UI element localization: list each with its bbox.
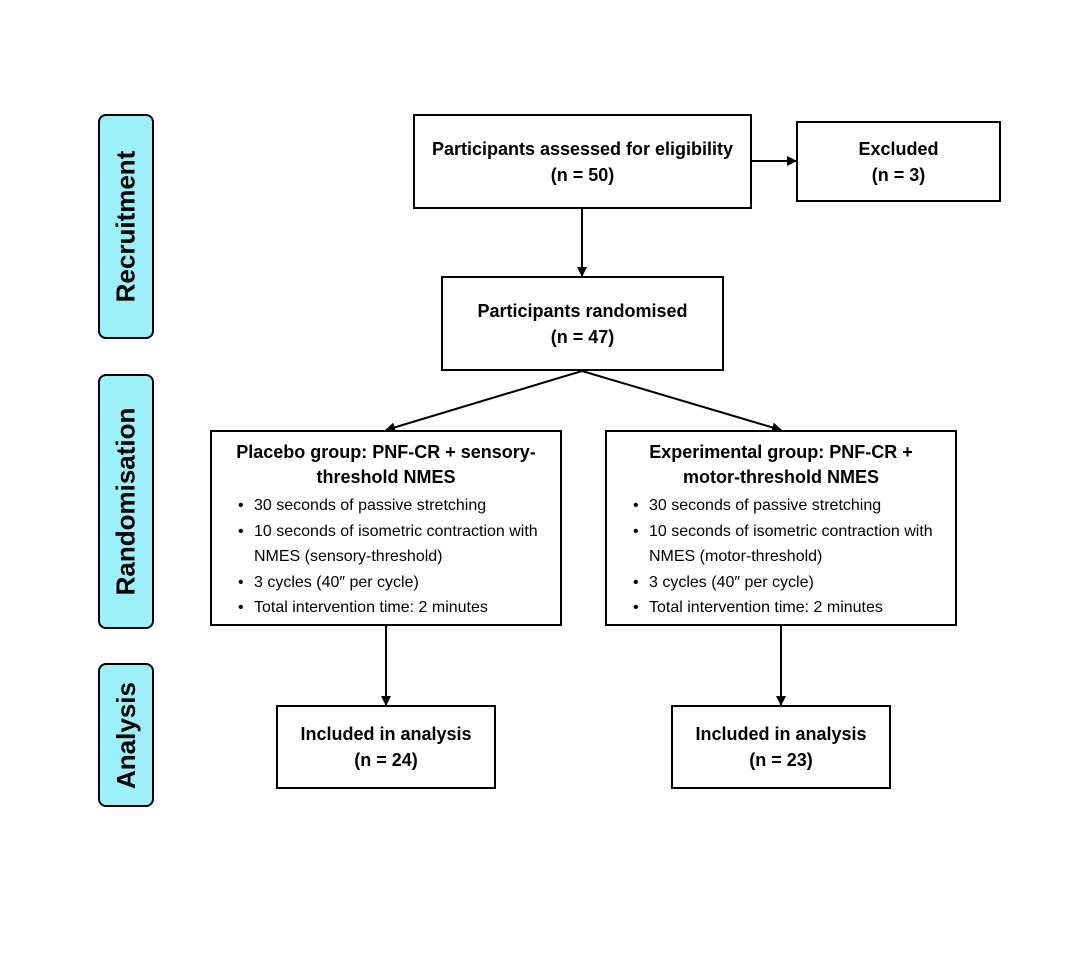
analysis-placebo-count: (n = 24) <box>354 750 418 770</box>
stage-label-recruitment: Recruitment <box>98 114 154 339</box>
arrow-randomised-to-experimental <box>581 370 782 433</box>
experimental-intervention-item: 30 seconds of passive stretching <box>633 493 941 519</box>
stage-label-randomisation-text: Randomisation <box>110 407 141 596</box>
assessed-count: (n = 50) <box>550 164 615 185</box>
placebo-intervention-item: Total intervention time: 2 minutes <box>238 595 546 621</box>
analysis-experimental-title: Included in analysis <box>695 724 867 744</box>
experimental-intervention-item: Total intervention time: 2 minutes <box>633 595 941 621</box>
assessed-box: Participants assessed for eligibility (n… <box>413 114 752 209</box>
placebo-intervention-item: 3 cycles (40″ per cycle) <box>238 570 546 596</box>
excluded-title: Excluded <box>858 138 939 159</box>
stage-label-analysis: Analysis <box>98 663 154 807</box>
randomised-box: Participants randomised (n = 47) <box>441 276 724 371</box>
excluded-box: Excluded (n = 3) <box>796 121 1001 202</box>
analysis-experimental-box: Included in analysis (n = 23) <box>671 705 891 789</box>
placebo-group-box: Placebo group: PNF-CR + sensory-threshol… <box>210 430 562 626</box>
placebo-intervention-item: 30 seconds of passive stretching <box>238 493 546 519</box>
excluded-count: (n = 3) <box>871 164 926 185</box>
analysis-placebo-title: Included in analysis <box>300 724 472 744</box>
experimental-intervention-item: 10 seconds of isometric contraction with… <box>633 519 941 570</box>
analysis-experimental-count: (n = 23) <box>749 750 813 770</box>
placebo-group-title: Placebo group: PNF-CR + sensory-threshol… <box>236 442 536 487</box>
randomised-title: Participants randomised <box>477 300 688 321</box>
placebo-intervention-list: 30 seconds of passive stretching 10 seco… <box>226 493 546 621</box>
stage-label-analysis-text: Analysis <box>110 681 141 789</box>
analysis-placebo-box: Included in analysis (n = 24) <box>276 705 496 789</box>
stage-label-recruitment-text: Recruitment <box>110 150 141 303</box>
experimental-group-title: Experimental group: PNF-CR + motor-thres… <box>649 442 913 487</box>
randomised-count: (n = 47) <box>550 326 615 347</box>
experimental-intervention-item: 3 cycles (40″ per cycle) <box>633 570 941 596</box>
placebo-intervention-item: 10 seconds of isometric contraction with… <box>238 519 546 570</box>
assessed-title: Participants assessed for eligibility <box>431 138 734 159</box>
experimental-intervention-list: 30 seconds of passive stretching 10 seco… <box>621 493 941 621</box>
stage-label-randomisation: Randomisation <box>98 374 154 629</box>
experimental-group-box: Experimental group: PNF-CR + motor-thres… <box>605 430 957 626</box>
arrow-randomised-to-placebo <box>385 370 583 433</box>
